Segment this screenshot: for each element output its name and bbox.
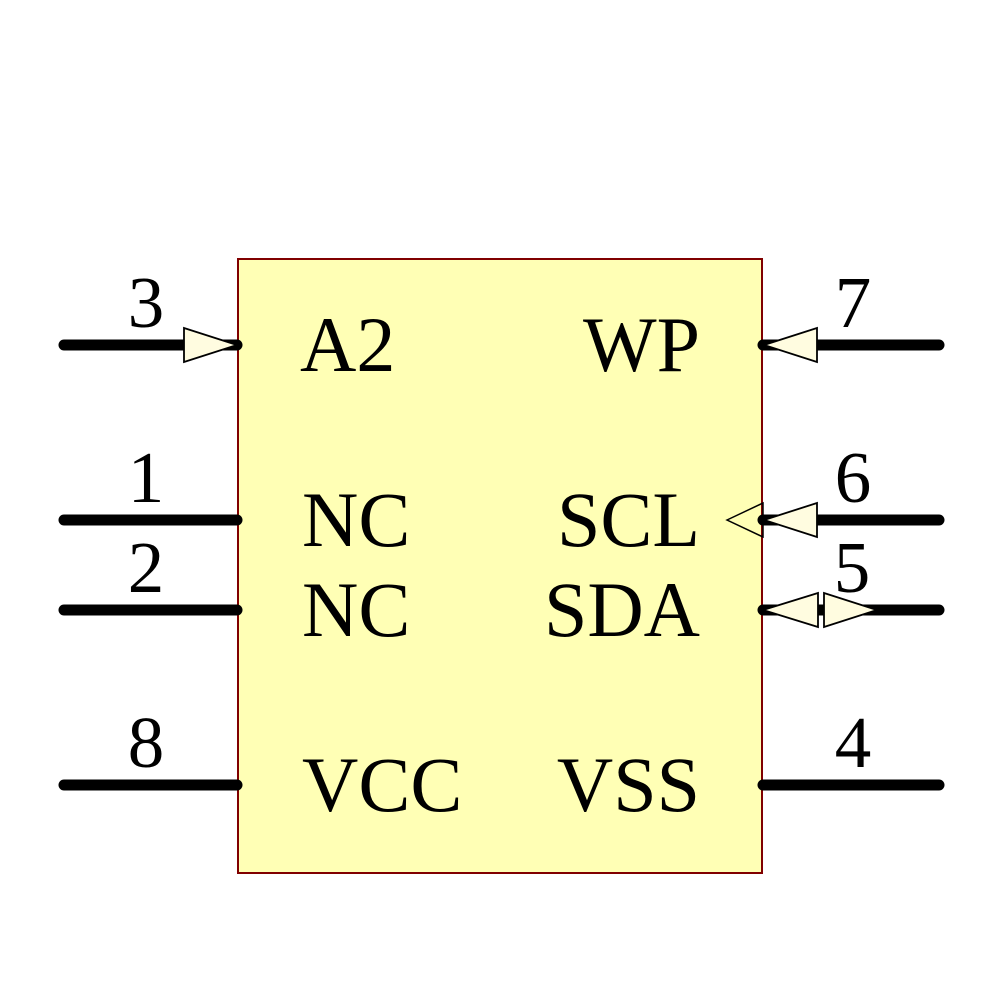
pin-label-vss: VSS — [557, 741, 700, 828]
pin-number-6: 6 — [835, 437, 872, 518]
input-arrow-icon-pin3 — [183, 326, 240, 364]
pin-number-3: 3 — [128, 262, 165, 343]
input-arrow-icon-pin6 — [761, 501, 818, 539]
bidir-arrow-left-icon-pin5 — [759, 591, 819, 629]
pin-number-8: 8 — [128, 702, 165, 783]
pin-arrows — [183, 326, 880, 629]
input-arrow-icon-pin7 — [761, 326, 818, 364]
pin-number-1: 1 — [128, 437, 165, 518]
bidir-arrow-right-icon-pin5 — [823, 591, 880, 629]
pin-label-nc2: NC — [302, 566, 410, 653]
pin-label-wp: WP — [583, 301, 700, 388]
pin-number-2: 2 — [128, 527, 165, 608]
pin-labels: A2 NC NC VCC WP SCL SDA VSS — [300, 301, 700, 828]
pin-label-scl: SCL — [557, 476, 700, 563]
pin-label-a2: A2 — [300, 301, 395, 388]
ic-body — [237, 258, 763, 874]
pin-number-7: 7 — [835, 262, 872, 343]
pin-numbers: 3 1 2 8 7 6 5 4 — [128, 262, 872, 783]
pin-label-sda: SDA — [544, 566, 700, 653]
pin-number-4: 4 — [835, 702, 872, 783]
pin-label-vcc: VCC — [302, 741, 462, 828]
pin-label-nc1: NC — [302, 476, 410, 563]
pin-number-5: 5 — [834, 527, 871, 608]
